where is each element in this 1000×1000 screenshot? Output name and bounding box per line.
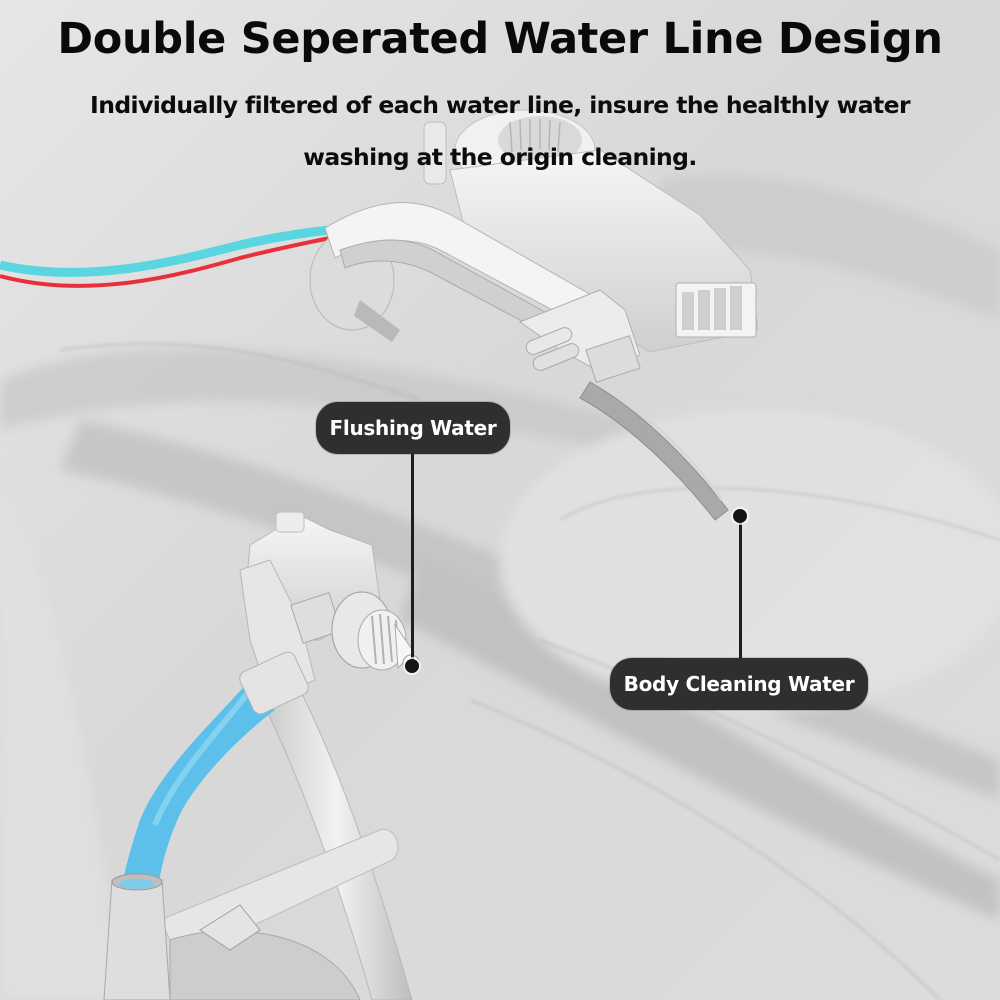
flushing-water-label-text: Flushing Water [329,416,497,440]
body-cleaning-pointer-dot [733,509,747,523]
page-title: Double Seperated Water Line Design [57,14,943,64]
flushing-water-pointer-dot [405,659,419,673]
flushing-water-leader-line [411,454,414,662]
blue-hose [122,682,275,888]
flushing-water-label: Flushing Water [316,402,510,454]
subtitle-line-2: washing at the origin cleaning. [303,143,697,171]
cyan-hose [0,225,331,277]
flushing-nozzle-assembly [239,511,420,701]
red-hose [0,236,331,288]
body-cleaning-water-label-text: Body Cleaning Water [623,672,855,696]
body-cleaning-leader-line [739,516,742,658]
hose-connector [103,879,171,1000]
body-cleaning-water-label: Body Cleaning Water [610,658,868,710]
body-cleaning-wand [579,381,729,521]
filter-valve-assembly [309,109,759,383]
subtitle-line-1: Individually filtered of each water line… [90,91,911,119]
